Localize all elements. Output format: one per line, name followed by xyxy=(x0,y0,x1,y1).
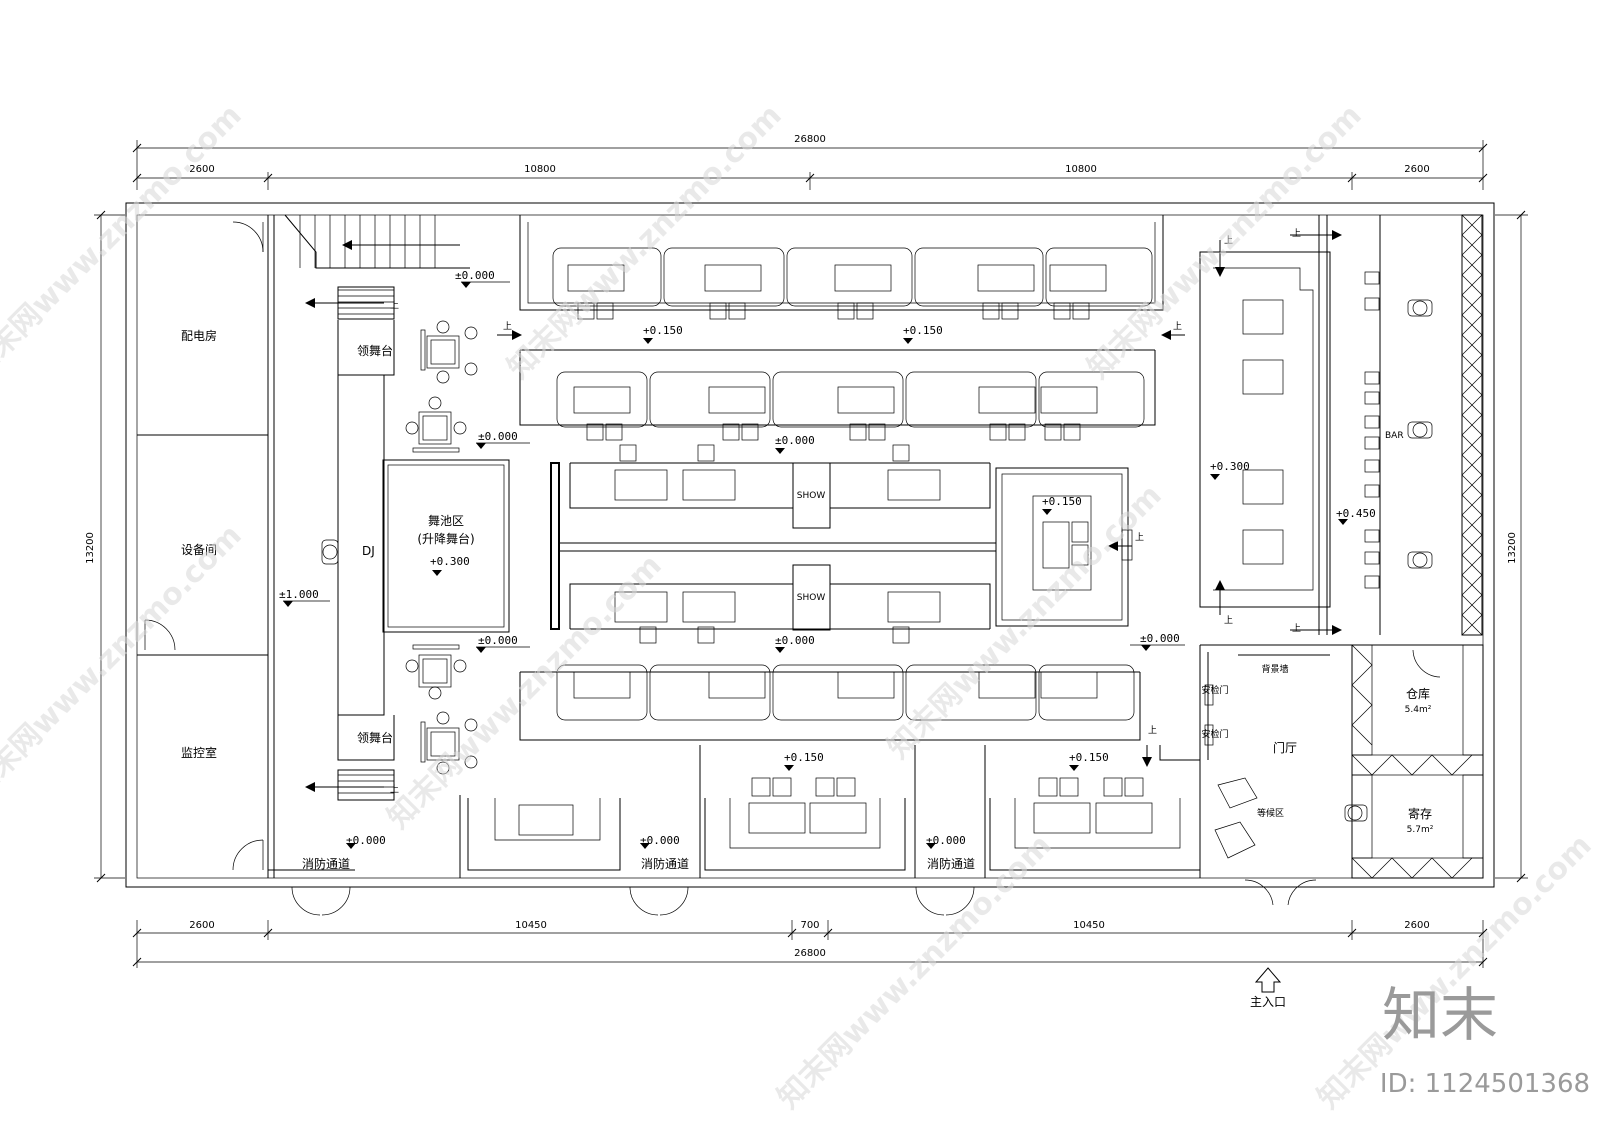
level-top-left: ±0.000 xyxy=(455,269,495,282)
top-stair xyxy=(284,214,470,269)
watermarks: 知末网www.znzmo.com 知末网www.znzmo.com 知末网www… xyxy=(0,98,1599,1116)
main-entrance-arrow-icon xyxy=(1254,967,1282,993)
center-island xyxy=(550,444,997,644)
booth-row-1 xyxy=(497,215,1185,340)
dj-person-icon xyxy=(321,539,339,565)
watermark-3: 知末网www.znzmo.com xyxy=(1081,98,1369,386)
lead-stage-bottom xyxy=(305,715,395,801)
level-exit-2: ±0.000 xyxy=(640,834,680,847)
bartender-icon-2 xyxy=(1407,421,1433,439)
dim-bottom-total: 26800 xyxy=(794,948,826,959)
dim-top-seg-2: 10800 xyxy=(524,164,556,175)
lobby-area xyxy=(1199,644,1352,906)
show-label-bottom: SHOW xyxy=(797,593,826,603)
level-bottom-booth-a: +0.150 xyxy=(784,751,824,764)
bar-label: BAR xyxy=(1385,431,1404,441)
fire-exit-1: 消防通道 xyxy=(302,856,350,871)
attendant-icon xyxy=(1344,804,1368,822)
level-bar-inner: +0.300 xyxy=(1210,460,1250,473)
level-dj: ±1.000 xyxy=(279,588,319,601)
locker-area: 5.7m² xyxy=(1407,825,1434,835)
backdrop-wall-label: 背景墙 xyxy=(1261,663,1288,675)
show-label-top: SHOW xyxy=(797,491,826,501)
bar-area xyxy=(1199,214,1483,636)
level-exit-3: ±0.000 xyxy=(926,834,966,847)
lead-stage-bottom-label: 领舞台 xyxy=(357,730,393,745)
dim-bottom-seg-5: 2600 xyxy=(1404,920,1429,931)
level-bar-counter: +0.450 xyxy=(1336,507,1376,520)
dim-right-height: 13200 xyxy=(1507,532,1518,564)
watermark-2: 知末网www.znzmo.com xyxy=(501,98,789,386)
brand-id: ID: 1124501368 xyxy=(1380,1069,1590,1099)
dj-area xyxy=(321,374,385,716)
dance-floor-sublabel: (升降舞台) xyxy=(417,531,474,546)
stair-up-7: 上 xyxy=(1224,235,1233,246)
level-booth-row1-b: +0.150 xyxy=(903,324,943,337)
dim-bottom-seg-4: 10450 xyxy=(1073,920,1105,931)
brand-logo: 知末 xyxy=(1382,981,1498,1049)
level-vip: +0.150 xyxy=(1042,495,1082,508)
fire-exit-3: 消防通道 xyxy=(927,856,975,871)
dim-top-seg-4: 2600 xyxy=(1404,164,1429,175)
level-bottom-booth-b: +0.150 xyxy=(1069,751,1109,764)
dim-bottom-seg-1: 2600 xyxy=(189,920,214,931)
lead-stage-top xyxy=(305,286,395,376)
watermark-4: 知末网www.znzmo.com xyxy=(0,518,249,806)
dim-left-height: 13200 xyxy=(85,532,96,564)
locker-label: 寄存 xyxy=(1408,806,1432,821)
security-door-1: 安检门 xyxy=(1201,684,1228,696)
stair-up-5: 上 xyxy=(1135,532,1144,543)
vip-room xyxy=(995,467,1133,627)
stair-up-1: 上 xyxy=(390,300,399,311)
level-center-top: ±0.000 xyxy=(775,434,815,447)
outer-walls xyxy=(125,202,1495,888)
level-right-mid: ±0.000 xyxy=(1140,632,1180,645)
bottom-booths xyxy=(459,745,1201,878)
stair-up-4: 上 xyxy=(1173,321,1182,332)
booth-row-2 xyxy=(519,349,1156,441)
dim-top-seg-1: 2600 xyxy=(189,164,214,175)
bartender-icon-3 xyxy=(1407,551,1433,569)
level-exit-1: ±0.000 xyxy=(346,834,386,847)
lead-stage-top-label: 领舞台 xyxy=(357,343,393,358)
storage-label: 仓库 xyxy=(1406,686,1430,701)
level-booth-row1-a: +0.150 xyxy=(643,324,683,337)
dim-bottom-seg-2: 10450 xyxy=(515,920,547,931)
dance-floor-label: 舞池区 xyxy=(428,514,464,528)
stair-up-6: 上 xyxy=(1148,725,1157,736)
dj-label: DJ xyxy=(362,544,375,558)
dimension-labels: 26800 2600 10800 10800 2600 2600 10450 7… xyxy=(85,134,1518,959)
storage-area: 5.4m² xyxy=(1405,705,1432,715)
level-center-bottom: ±0.000 xyxy=(775,634,815,647)
level-mid-upper: ±0.000 xyxy=(478,430,518,443)
dim-top-total: 26800 xyxy=(794,134,826,145)
room-power: 配电房 xyxy=(181,328,217,343)
left-rooms xyxy=(137,215,275,878)
level-mid-lower: ±0.000 xyxy=(478,634,518,647)
dimension-lines xyxy=(94,140,1528,968)
watermark-5: 知末网www.znzmo.com xyxy=(381,548,669,836)
room-equipment: 设备间 xyxy=(181,543,217,557)
dance-floor xyxy=(382,459,510,633)
stair-up-8: 上 xyxy=(1224,615,1233,626)
level-dance: +0.300 xyxy=(430,555,470,568)
stair-up-10: 上 xyxy=(1292,623,1301,634)
room-monitor: 监控室 xyxy=(181,745,217,760)
fire-exit-2: 消防通道 xyxy=(641,856,689,871)
fire-exits xyxy=(268,869,975,916)
stair-up-2: 上 xyxy=(390,784,399,795)
dim-top-seg-3: 10800 xyxy=(1065,164,1097,175)
bartender-icon-1 xyxy=(1407,299,1433,317)
table-sets-left xyxy=(405,320,478,775)
booth-row-3 xyxy=(519,664,1141,741)
main-entrance-label: 主入口 xyxy=(1250,995,1286,1009)
stair-up-9: 上 xyxy=(1292,228,1301,239)
waiting-area-label: 等候区 xyxy=(1257,807,1284,819)
dim-bottom-seg-3: 700 xyxy=(800,920,819,931)
stair-up-3: 上 xyxy=(503,321,512,332)
security-door-2: 安检门 xyxy=(1201,728,1228,740)
lobby-label: 门厅 xyxy=(1273,740,1297,755)
storage-rooms xyxy=(1344,644,1484,879)
